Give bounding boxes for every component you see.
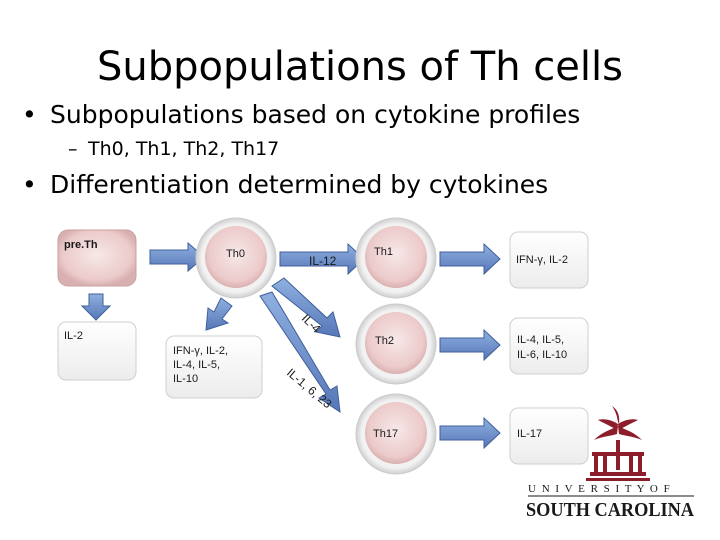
usc-seal-icon <box>586 406 650 481</box>
th0-cytokines-line3: IL-10 <box>173 373 198 385</box>
th2-cell: Th2 <box>355 303 437 385</box>
arrow-preth-to-il2 <box>80 293 112 321</box>
th17-cell: Th17 <box>355 393 437 475</box>
usc-logo: U N I V E R S I T Y O F SOUTH CAROLINA <box>526 406 695 521</box>
arrow-il1623-to-th17 <box>259 291 341 414</box>
sub-bullet-text: Th0, Th1, Th2, Th17 <box>88 138 280 160</box>
bullet-dot: • <box>22 170 37 199</box>
arrow-th2-output <box>439 328 501 362</box>
bullet-2-text: Differentiation determined by cytokines <box>50 170 549 199</box>
il12-label: IL-12 <box>309 254 337 268</box>
th1-output-label: IFN-γ, IL-2 <box>516 254 568 266</box>
sub-bullet-dash: – <box>68 138 78 160</box>
th17-label: Th17 <box>373 428 398 440</box>
th0-cytokines-box: IFN-γ, IL-2, IL-4, IL-5, IL-10 <box>165 335 263 399</box>
th0-cytokines-line1: IFN-γ, IL-2, <box>173 345 228 357</box>
th0-cytokines-line2: IL-4, IL-5, <box>173 359 220 371</box>
th17-output-label: IL-17 <box>517 428 542 440</box>
sub-bullet: – Th0, Th1, Th2, Th17 <box>68 138 280 160</box>
preth-label: pre.Th <box>64 239 98 251</box>
th1-output-box: IFN-γ, IL-2 <box>509 231 589 289</box>
th2-output-line1: IL-4, IL-5, <box>517 334 564 346</box>
il2-label: IL-2 <box>64 330 83 342</box>
arrow-il4-to-th2 <box>271 277 341 338</box>
bullet-2: • Differentiation determined by cytokine… <box>22 170 549 199</box>
th0-label: Th0 <box>226 248 245 260</box>
th1-cell: Th1 <box>355 217 437 299</box>
arrow-il12-to-th1 <box>279 242 365 276</box>
usc-logo-top: U N I V E R S I T Y O F <box>528 483 671 495</box>
il2-box: IL-2 <box>57 321 137 381</box>
th1-label: Th1 <box>374 246 393 258</box>
bullet-1-text: Subpopulations based on cytokine profile… <box>50 100 581 129</box>
th17-output-box: IL-17 <box>509 407 589 465</box>
th2-output-line2: IL-6, IL-10 <box>517 349 567 361</box>
arrow-th0-to-cytokines <box>205 297 233 331</box>
th2-label: Th2 <box>375 335 394 347</box>
bullet-dot: • <box>22 100 37 129</box>
bullet-1: • Subpopulations based on cytokine profi… <box>22 100 581 129</box>
th0-cell: Th0 <box>195 217 277 299</box>
th2-output-box: IL-4, IL-5, IL-6, IL-10 <box>509 317 589 375</box>
usc-logo-bottom: SOUTH CAROLINA <box>526 499 695 521</box>
arrow-th1-output <box>439 242 501 276</box>
preth-box: pre.Th <box>57 229 137 287</box>
slide-title: Subpopulations of Th cells <box>97 44 623 90</box>
arrow-th17-output <box>439 416 501 450</box>
